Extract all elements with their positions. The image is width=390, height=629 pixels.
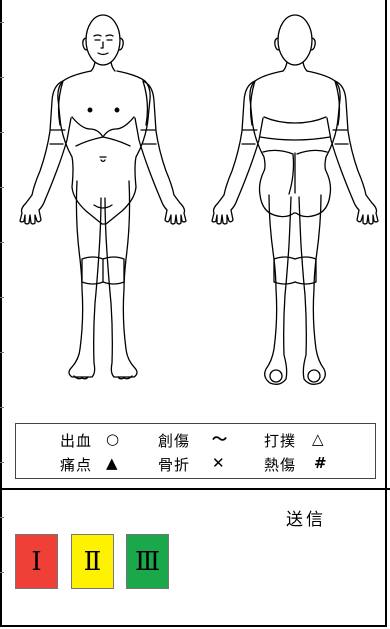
injury-legend: 出血 ○ 創傷 ～ 打撲 △ 痛点 ▲ 骨折 ✕ 熱傷 # [15,423,376,479]
triage-level-2-button[interactable]: Ⅱ [71,534,114,589]
triangle-outline-icon: △ [312,430,324,448]
back-body-figure[interactable] [212,15,378,384]
circle-icon: ○ [106,430,119,448]
send-button[interactable]: 送信 [286,505,326,530]
back-right-leg[interactable] [299,195,325,384]
legend-fracture-label: 骨折 [158,454,190,475]
body-diagram[interactable] [6,0,384,420]
back-torso[interactable] [250,71,340,217]
front-head[interactable] [86,15,120,65]
legend-burn-label: 熱傷 [264,454,296,475]
back-left-arm[interactable] [212,81,263,224]
front-torso[interactable] [58,71,150,224]
legend-bruise-label: 打撲 [264,430,296,451]
front-left-leg[interactable] [105,181,137,377]
triangle-filled-icon: ▲ [106,454,118,472]
edge-ruler [0,0,4,629]
cross-icon: ✕ [212,454,225,472]
tilde-icon: ～ [212,428,227,449]
legend-bleeding-label: 出血 [60,430,92,451]
hash-icon: # [314,454,327,472]
front-right-arm[interactable] [20,81,71,224]
back-head[interactable] [278,15,312,65]
section-divider [0,488,390,490]
legend-pain-label: 痛点 [60,454,92,475]
triage-level-3-button[interactable]: Ⅲ [126,534,169,589]
triage-level-1-button[interactable]: Ⅰ [15,534,58,589]
front-left-arm[interactable] [135,81,186,224]
legend-wound-label: 創傷 [158,430,190,451]
back-left-leg[interactable] [265,195,291,384]
front-body-figure[interactable] [20,15,186,379]
back-right-arm[interactable] [327,81,378,224]
